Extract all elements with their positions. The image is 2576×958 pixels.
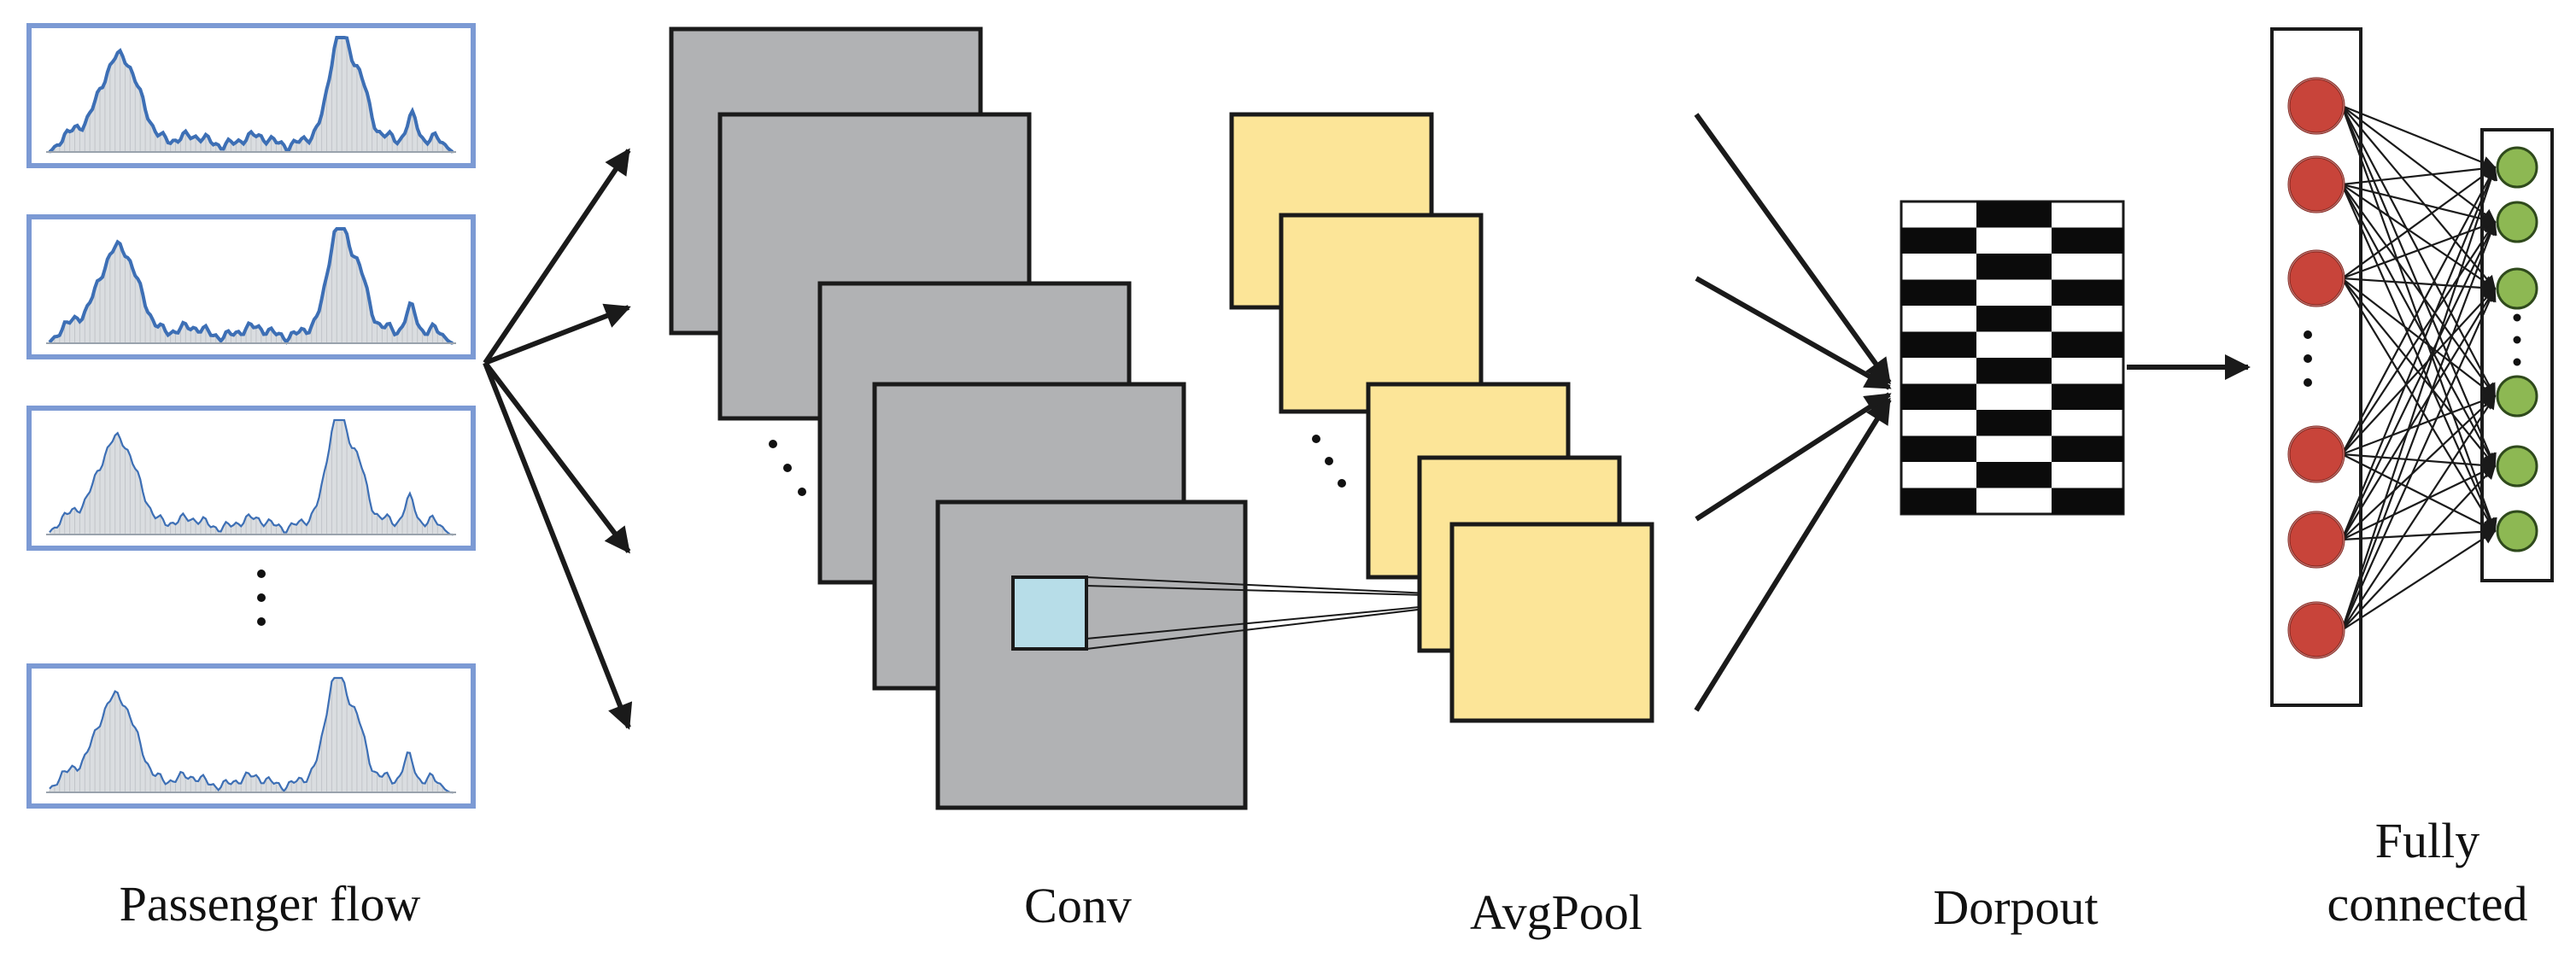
- input-fanout-arrows: [483, 148, 633, 730]
- label-passenger-flow: Passenger flow: [120, 876, 421, 932]
- label-connected: connected: [2327, 876, 2527, 932]
- arrow-icon: [1694, 397, 1892, 712]
- dropout-cell: [2052, 279, 2123, 306]
- fc-connections: [2340, 104, 2498, 631]
- arrow-icon: [483, 148, 631, 365]
- dropout-cell: [1976, 306, 2052, 332]
- arrow-icon: [1694, 113, 1892, 385]
- dropout-cell: [2052, 488, 2123, 514]
- dropout-cell: [1976, 358, 2052, 384]
- dropout-cell: [2052, 435, 2123, 462]
- line-chart-thumbnail-icon: [26, 406, 476, 551]
- avgpool-maps: [1229, 112, 1654, 723]
- label-dropout: Dorpout: [1933, 879, 2098, 935]
- avgpool-ellipsis: [1312, 435, 1346, 488]
- dropout-cell: [1901, 488, 1976, 514]
- label-fully: Fully: [2375, 813, 2480, 868]
- pool-to-dropout-arrows: [1694, 113, 1892, 712]
- input-ellipsis: [257, 570, 266, 626]
- arrow-icon: [1695, 276, 1892, 390]
- dropout-cell: [1901, 331, 1976, 358]
- circle-node-icon: [2496, 267, 2538, 310]
- label-conv: Conv: [1024, 878, 1132, 933]
- arrow-icon: [483, 303, 631, 365]
- circle-node-icon: [2496, 201, 2538, 243]
- line-chart-thumbnail-icon: [26, 214, 476, 359]
- passenger-flow-inputs: [26, 23, 476, 809]
- conv-kernel: [1011, 575, 1088, 651]
- dropout-cell: [1976, 254, 2052, 280]
- dropout-cell: [1901, 279, 1976, 306]
- line-chart-thumbnail-icon: [26, 663, 476, 809]
- circle-node-icon: [2496, 146, 2538, 189]
- circle-node-icon: [2496, 510, 2538, 552]
- line-chart-thumbnail-icon: [26, 23, 476, 168]
- dropout-cell: [1976, 202, 2052, 228]
- dropout-cell: [1901, 435, 1976, 462]
- dropout-grid: [1900, 200, 2125, 516]
- dropout-cell: [2052, 383, 2123, 410]
- arrow-icon: [1695, 392, 1892, 522]
- dropout-cell: [1901, 227, 1976, 254]
- dropout-cell: [1901, 383, 1976, 410]
- conv-ellipsis: [769, 440, 806, 496]
- label-avgpool: AvgPool: [1470, 885, 1642, 940]
- circle-node-icon: [2496, 375, 2538, 418]
- dropout-cell: [1976, 410, 2052, 436]
- conv-feature-maps: [669, 26, 1248, 810]
- arrow-icon: [483, 361, 631, 554]
- circle-node-icon: [2496, 445, 2538, 488]
- pool-map-2: [1279, 213, 1484, 414]
- dropout-cell: [1976, 462, 2052, 488]
- dropout-cell: [2052, 331, 2123, 358]
- conv-map-5: [935, 499, 1248, 810]
- fully-connected-layer: [2270, 27, 2554, 707]
- arrow-icon: [483, 361, 633, 730]
- pool-map-5: [1449, 522, 1654, 723]
- dropout-cell: [2052, 227, 2123, 254]
